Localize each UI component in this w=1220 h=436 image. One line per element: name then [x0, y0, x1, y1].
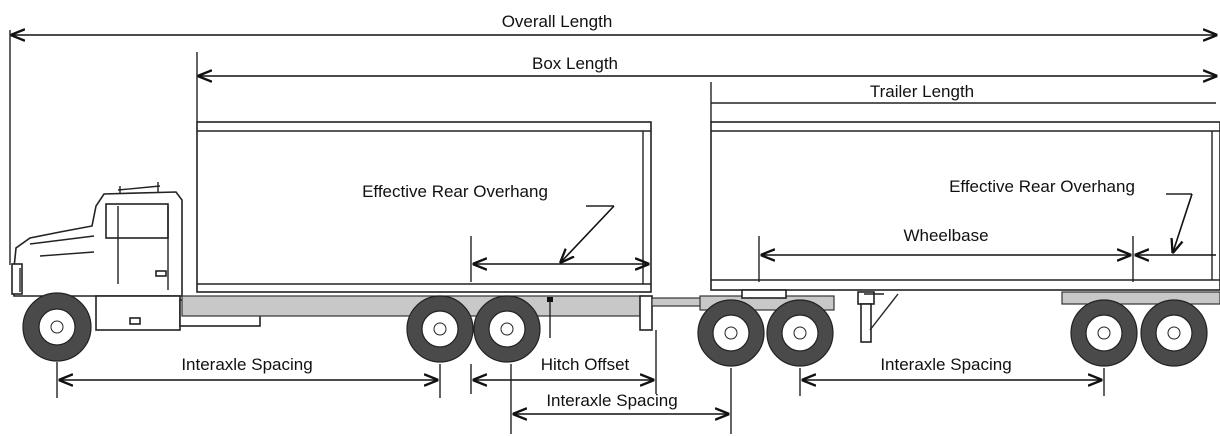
trailer-length-dimension	[710, 82, 1216, 122]
truck-interaxle-dimension	[56, 362, 441, 398]
dolly-wheel-2	[766, 299, 834, 367]
truck-drive-wheel-1	[406, 295, 474, 363]
overall-length-label: Overall Length	[502, 12, 613, 31]
truck-rear-overhang-label: Effective Rear Overhang	[362, 182, 548, 201]
dolly-interaxle-label: Interaxle Spacing	[546, 391, 677, 410]
truck-cab	[11, 182, 261, 331]
box-length-dimension	[196, 52, 1216, 122]
wheelbase-label: Wheelbase	[903, 226, 988, 245]
overall-length-dimension	[9, 30, 1216, 265]
truck-rear-overhang-dimension	[470, 205, 648, 282]
truck-box	[196, 121, 652, 293]
box-length-label: Box Length	[532, 54, 618, 73]
steer-wheel	[22, 292, 92, 362]
truck-drive-wheel-2	[473, 295, 541, 363]
hitch-offset-dimension	[470, 330, 657, 394]
trailer-box	[710, 121, 1220, 291]
trailer-length-label: Trailer Length	[870, 82, 974, 101]
trailer-interaxle-dimension	[799, 368, 1105, 396]
truck-rear-bumper	[639, 295, 653, 331]
trailer-wheel-1	[1070, 299, 1138, 367]
trailer-wheel-2	[1140, 299, 1208, 367]
trailer-landing-gear	[857, 291, 899, 343]
dolly-wheel-1	[697, 299, 765, 367]
truck-interaxle-label: Interaxle Spacing	[181, 355, 312, 374]
trailer-frame	[1061, 291, 1220, 305]
trailer-rear-overhang-dimension	[1136, 193, 1216, 255]
hitch-offset-label: Hitch Offset	[541, 355, 630, 374]
trailer-interaxle-label: Interaxle Spacing	[880, 355, 1011, 374]
wheels	[22, 292, 1208, 367]
trailer-rear-overhang-label: Effective Rear Overhang	[949, 177, 1135, 196]
trailer-wheelbase-dimension	[758, 236, 1134, 282]
dolly-interaxle-dimension	[510, 364, 732, 434]
